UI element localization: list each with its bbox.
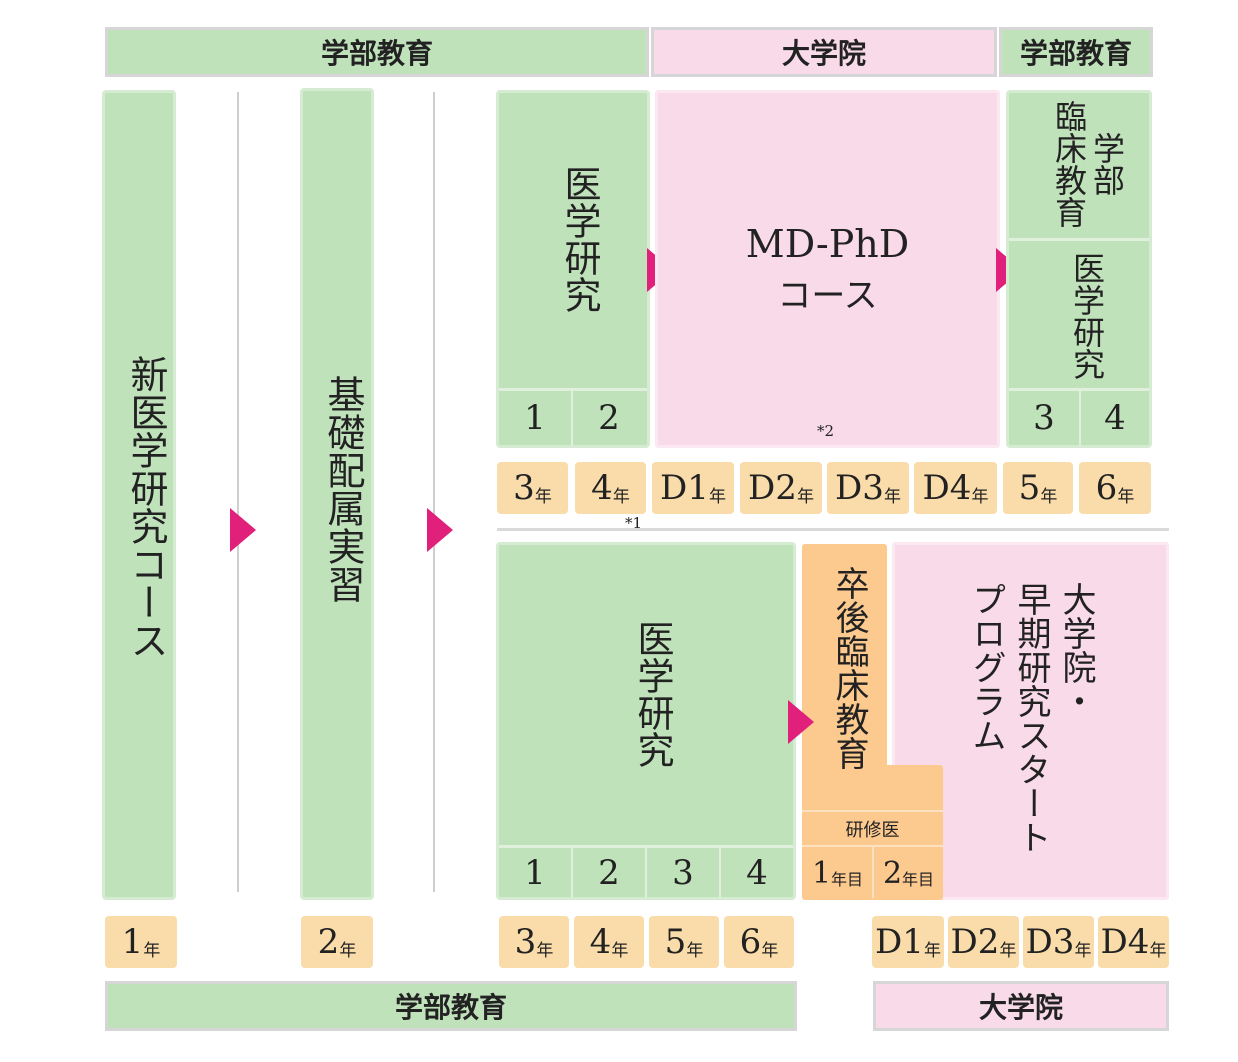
mdphd-subtitle: コース bbox=[777, 276, 878, 316]
lower-research-year: 4 bbox=[746, 852, 768, 893]
postgrad-clinical-box bbox=[802, 544, 887, 769]
upper-research-year-1: 1 bbox=[524, 398, 546, 438]
mdphd-footnote: *2 bbox=[817, 422, 835, 440]
cell-divider bbox=[1009, 388, 1149, 391]
right-year-4: 4 bbox=[1104, 398, 1126, 438]
new-research-course-box bbox=[102, 90, 176, 900]
upper-research-label: 医学研究 bbox=[558, 165, 601, 313]
undergrad-label: 学部 bbox=[1088, 132, 1126, 196]
arrow-right-icon bbox=[788, 700, 814, 744]
lower-research-box bbox=[496, 542, 796, 900]
cell-divider bbox=[645, 847, 647, 898]
header-undergrad-bottom: 学部教育 bbox=[105, 981, 797, 1031]
header-graduate-bottom: 大学院 bbox=[873, 981, 1169, 1031]
program-label-line3: プログラム bbox=[966, 582, 1006, 752]
lower-research-year: 1 bbox=[524, 852, 546, 893]
postgrad-clinical-label: 卒後臨床教育 bbox=[829, 566, 869, 770]
basic-practice-box bbox=[300, 88, 374, 900]
header-undergrad-top-right: 学部教育 bbox=[999, 27, 1153, 77]
header-undergrad-top-left: 学部教育 bbox=[105, 27, 649, 77]
basic-practice-label: 基礎配属実習 bbox=[321, 375, 365, 603]
divider-line bbox=[433, 92, 435, 892]
arrow-right-icon bbox=[427, 508, 453, 552]
program-label-line2: 早期研究スタート bbox=[1011, 582, 1051, 854]
program-label-line1: 大学院・ bbox=[1056, 582, 1096, 718]
timeline-footnote: *1 bbox=[625, 514, 643, 532]
cell-divider bbox=[802, 845, 943, 847]
right-research-label: 医学研究 bbox=[1068, 252, 1106, 380]
mdphd-title: MD-PhD bbox=[745, 222, 910, 266]
lower-research-year: 2 bbox=[598, 852, 620, 893]
cell-divider bbox=[499, 845, 793, 848]
cell-divider bbox=[872, 847, 874, 898]
new-research-course-label: 新医学研究コース bbox=[124, 355, 168, 659]
lower-research-label: 医学研究 bbox=[631, 620, 674, 768]
arrow-right-icon bbox=[230, 508, 256, 552]
clinical-education-label: 臨床教育 bbox=[1050, 100, 1088, 228]
track-separator bbox=[497, 528, 1169, 531]
cell-divider bbox=[1079, 390, 1081, 446]
lower-research-year: 3 bbox=[672, 852, 694, 893]
cell-divider bbox=[802, 810, 943, 812]
cell-divider bbox=[719, 847, 721, 898]
cell-divider bbox=[499, 388, 647, 391]
cell-divider bbox=[571, 847, 573, 898]
cell-divider bbox=[571, 390, 573, 446]
divider-line bbox=[237, 92, 239, 892]
resident-label: 研修医 bbox=[845, 820, 900, 841]
upper-research-year-2: 2 bbox=[598, 398, 620, 438]
cell-divider bbox=[1009, 238, 1149, 241]
right-year-3: 3 bbox=[1033, 398, 1055, 438]
header-graduate-top: 大学院 bbox=[651, 27, 997, 77]
